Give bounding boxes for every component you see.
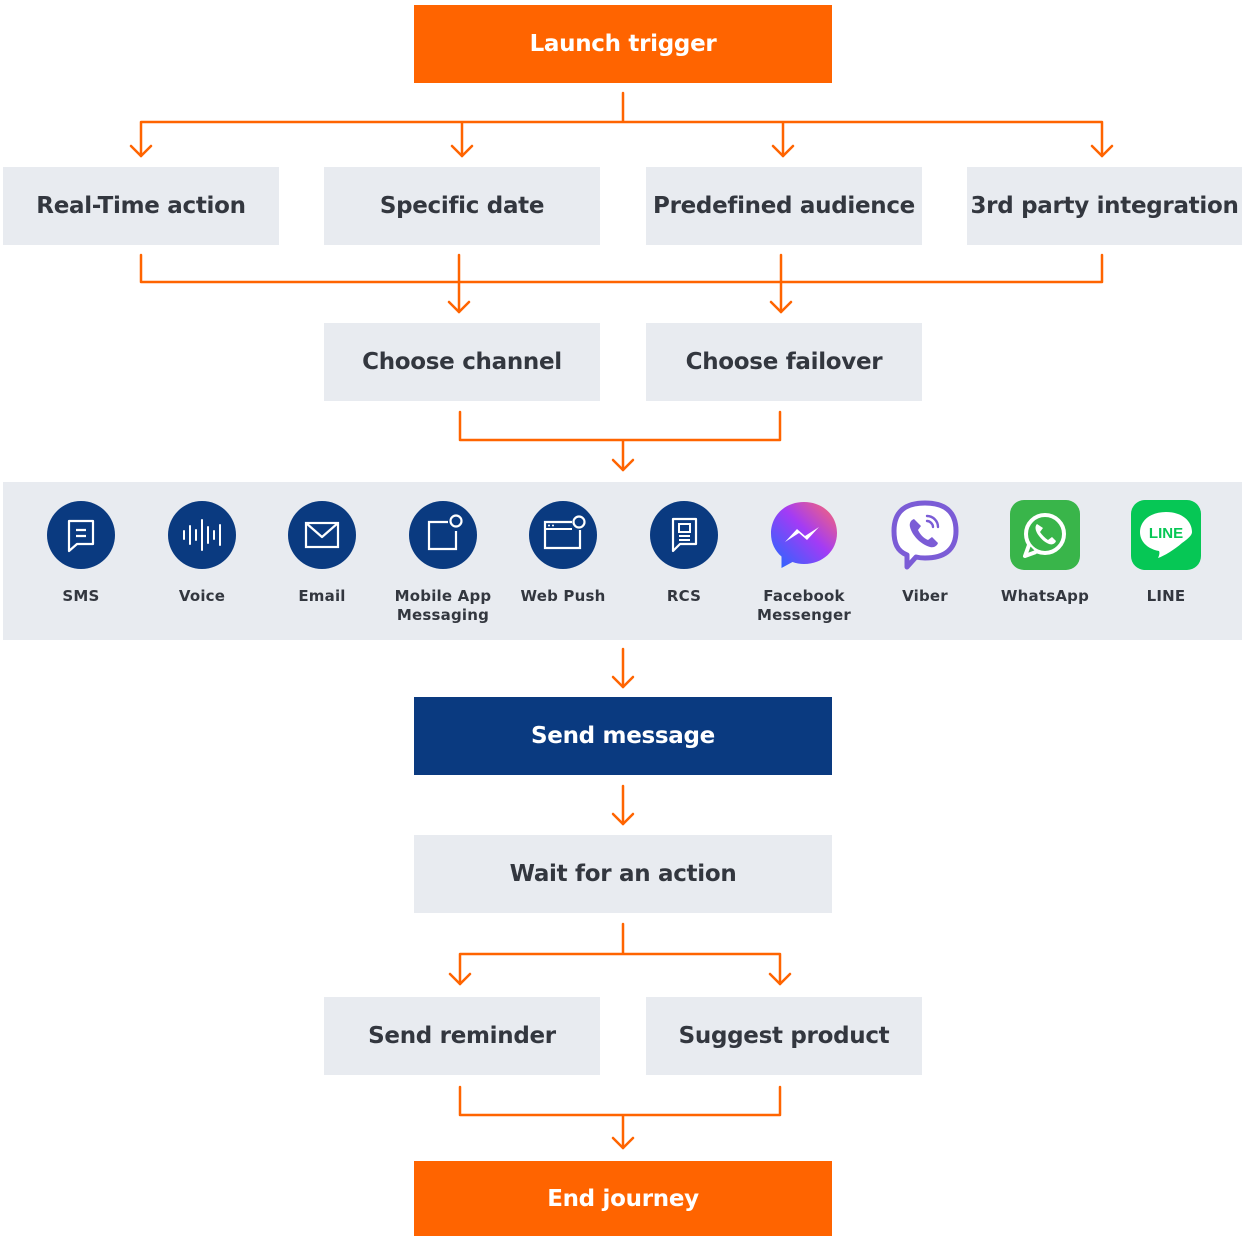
- channel-viber: Viber: [870, 500, 980, 606]
- trigger-real-time-action: Real-Time action: [3, 167, 279, 245]
- channel-mobile-app-messaging: Mobile App Messaging: [388, 500, 498, 625]
- channel-label: SMS: [62, 587, 100, 605]
- trigger-label: Predefined audience: [653, 193, 915, 219]
- launch-trigger-node: Launch trigger: [414, 5, 832, 83]
- web-push-icon: [529, 501, 597, 569]
- channel-label: Mobile App Messaging: [394, 587, 492, 624]
- choose-channel-node: Choose channel: [324, 323, 600, 401]
- suggest-product-node: Suggest product: [646, 997, 922, 1075]
- voice-icon: [168, 501, 236, 569]
- send-message-label: Send message: [531, 723, 715, 749]
- trigger-3rd-party-integration: 3rd party integration: [967, 167, 1242, 245]
- channel-label: Email: [298, 587, 346, 605]
- channel-label: Facebook Messenger: [757, 587, 851, 624]
- messenger-icon: [771, 502, 837, 568]
- trigger-label: Real-Time action: [36, 193, 246, 219]
- viber-icon: [891, 500, 959, 570]
- channels-panel: SMS Voice Email Mobile App Messaging: [3, 482, 1242, 640]
- followup-label: Send reminder: [368, 1023, 556, 1049]
- sms-icon: [47, 501, 115, 569]
- channel-email: Email: [267, 500, 377, 606]
- channel-facebook-messenger: Facebook Messenger: [749, 500, 859, 625]
- email-icon: [288, 501, 356, 569]
- line-logo-text: LINE: [1149, 525, 1183, 542]
- wait-for-action-node: Wait for an action: [414, 835, 832, 913]
- channel-voice: Voice: [147, 500, 257, 606]
- routing-label: Choose channel: [362, 349, 562, 375]
- line-icon: LINE: [1131, 500, 1201, 570]
- trigger-label: 3rd party integration: [970, 193, 1239, 219]
- whatsapp-icon: [1010, 500, 1080, 570]
- choose-failover-node: Choose failover: [646, 323, 922, 401]
- channel-label: Viber: [902, 587, 948, 605]
- channel-label: Voice: [178, 587, 226, 605]
- send-reminder-node: Send reminder: [324, 997, 600, 1075]
- channel-label: WhatsApp: [1000, 587, 1090, 605]
- rcs-icon: [650, 501, 718, 569]
- channel-label: RCS: [666, 587, 702, 605]
- channel-whatsapp: WhatsApp: [990, 500, 1100, 606]
- channel-line: LINE LINE: [1111, 500, 1221, 606]
- end-journey-node: End journey: [414, 1161, 832, 1236]
- trigger-predefined-audience: Predefined audience: [646, 167, 922, 245]
- channel-sms: SMS: [26, 500, 136, 606]
- trigger-specific-date: Specific date: [324, 167, 600, 245]
- channel-rcs: RCS: [629, 500, 739, 606]
- channel-web-push: Web Push: [508, 500, 618, 606]
- end-journey-label: End journey: [547, 1185, 699, 1212]
- channel-label: Web Push: [520, 587, 606, 605]
- wait-label: Wait for an action: [509, 861, 737, 887]
- mobile-app-icon: [409, 501, 477, 569]
- channel-label: LINE: [1146, 587, 1186, 605]
- followup-label: Suggest product: [678, 1023, 890, 1049]
- trigger-label: Specific date: [379, 193, 545, 219]
- routing-label: Choose failover: [685, 349, 883, 375]
- send-message-node: Send message: [414, 697, 832, 775]
- launch-trigger-label: Launch trigger: [529, 31, 717, 57]
